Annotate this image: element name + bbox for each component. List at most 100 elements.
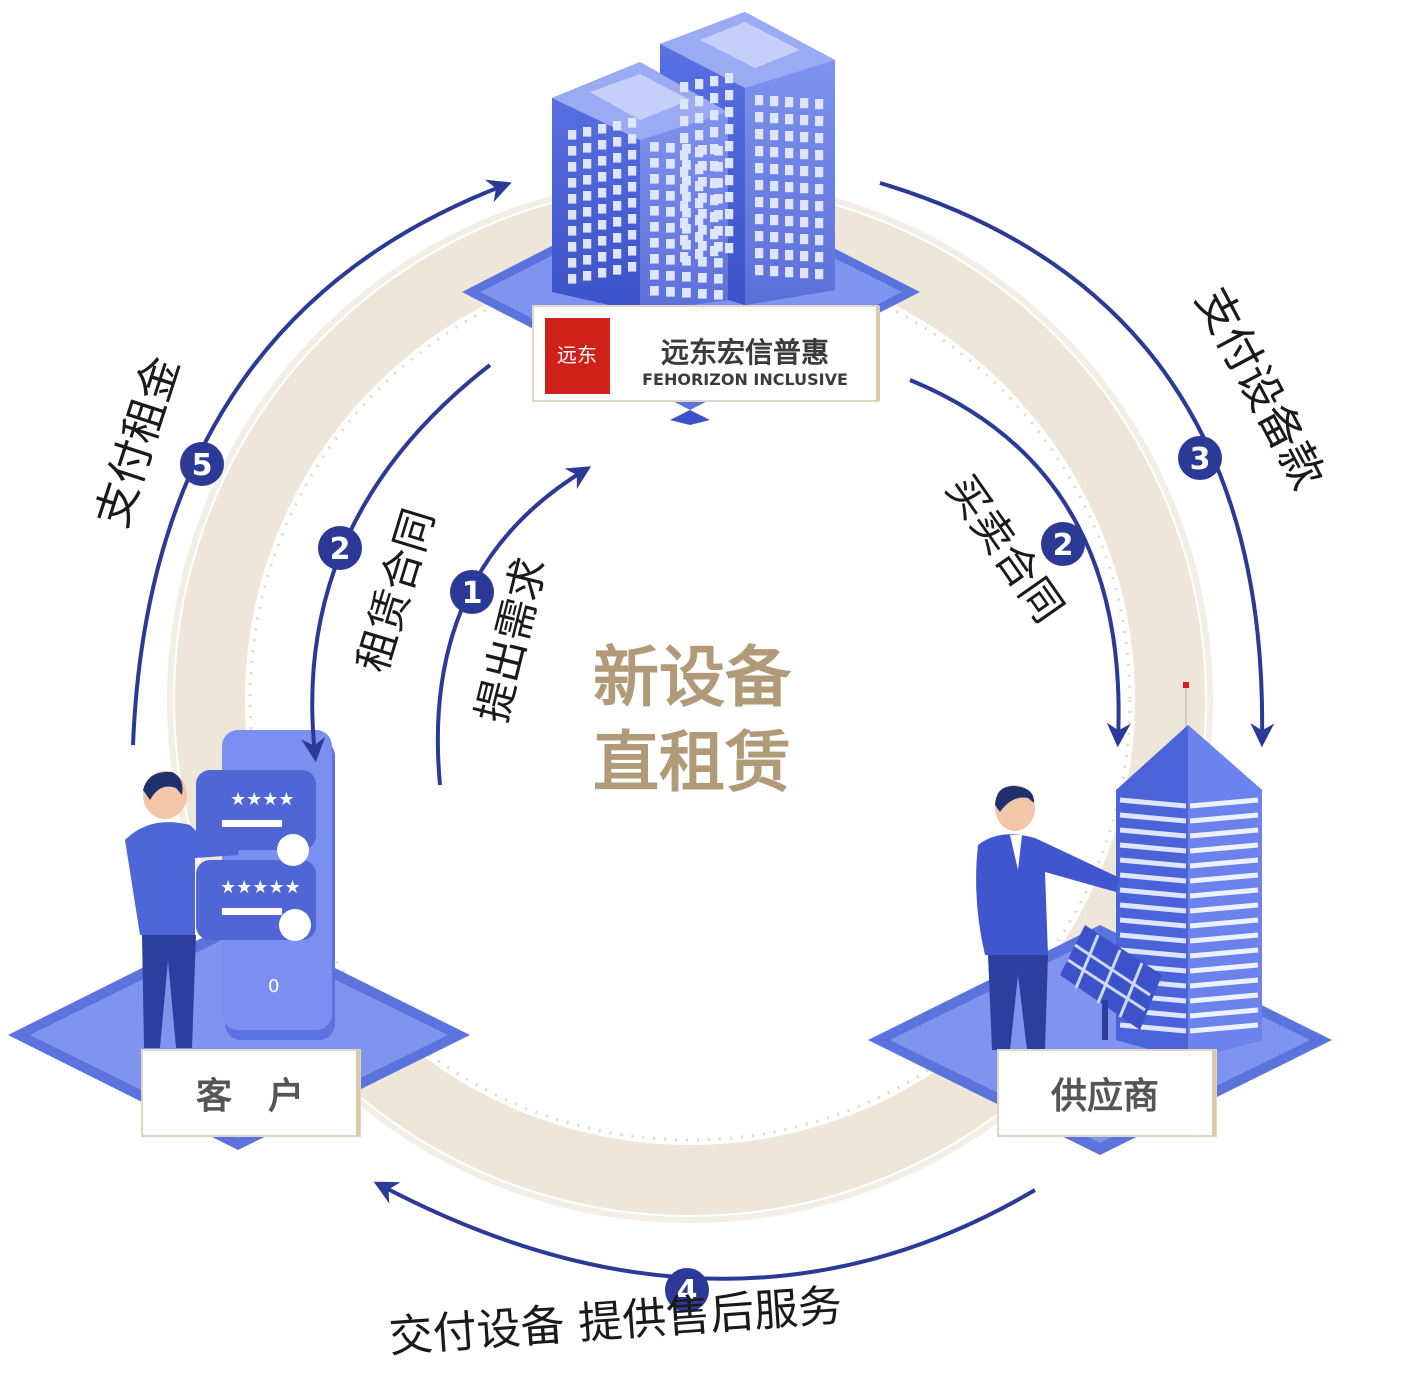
window — [666, 143, 675, 153]
window — [650, 254, 659, 264]
window — [628, 262, 637, 272]
window — [583, 271, 592, 281]
window — [725, 107, 734, 118]
window — [695, 232, 704, 243]
window — [815, 218, 824, 229]
window — [714, 210, 723, 220]
window — [710, 178, 719, 189]
smartphone-icon: ★★★★ ★★★★★ 0 — [196, 730, 335, 1040]
window — [682, 192, 691, 202]
window — [613, 265, 622, 275]
window — [598, 268, 607, 278]
window — [666, 191, 675, 201]
window — [613, 169, 622, 179]
window — [568, 226, 577, 236]
window — [698, 225, 707, 235]
window — [770, 96, 779, 107]
window — [650, 238, 659, 248]
window — [682, 288, 691, 298]
customer-person-icon — [125, 771, 240, 1048]
window — [568, 146, 577, 156]
window — [628, 198, 637, 208]
window — [714, 178, 723, 188]
window — [680, 252, 689, 263]
window — [800, 251, 809, 262]
window — [714, 242, 723, 252]
window — [815, 150, 824, 161]
tower-window-stripe — [1119, 857, 1187, 869]
window — [710, 229, 719, 240]
window — [800, 98, 809, 109]
window — [785, 114, 794, 125]
window — [666, 223, 675, 233]
svg-text:★★★★★: ★★★★★ — [220, 877, 301, 898]
window — [682, 144, 691, 154]
window — [755, 214, 764, 225]
window — [800, 268, 809, 279]
window — [770, 249, 779, 260]
window — [613, 137, 622, 147]
window — [698, 273, 707, 283]
window — [583, 175, 592, 185]
tower-window-stripe — [1189, 902, 1259, 914]
tower-window-stripe — [1189, 872, 1259, 884]
window — [568, 162, 577, 172]
step-badge-5: 5 — [180, 442, 224, 486]
window — [755, 163, 764, 174]
window — [583, 143, 592, 153]
tower-window-stripe — [1119, 797, 1187, 809]
window — [770, 113, 779, 124]
window — [755, 265, 764, 276]
window — [785, 216, 794, 227]
tower-window-stripe — [1189, 887, 1259, 899]
window — [800, 132, 809, 143]
svg-text:2: 2 — [1053, 528, 1074, 563]
window — [695, 130, 704, 141]
svg-text:2: 2 — [330, 532, 351, 567]
window — [770, 181, 779, 192]
window — [725, 141, 734, 152]
window — [583, 159, 592, 169]
logo-calligraphy: 远东 — [557, 343, 597, 367]
window — [650, 270, 659, 280]
window — [613, 201, 622, 211]
window — [698, 241, 707, 251]
window — [583, 255, 592, 265]
tower-window-stripe — [1119, 902, 1187, 914]
supplier-person-icon — [976, 785, 1120, 1050]
window — [725, 243, 734, 254]
brand-name-en: FEHORIZON INCLUSIVE — [642, 370, 848, 389]
center-title-line1: 新设备 — [593, 639, 792, 716]
tower-window-stripe — [1189, 992, 1259, 1004]
window — [710, 144, 719, 155]
window — [680, 218, 689, 229]
window — [682, 160, 691, 170]
window — [725, 209, 734, 220]
window — [815, 252, 824, 263]
window — [755, 248, 764, 259]
window — [628, 214, 637, 224]
step-label-4: 交付设备 提供售后服务 — [387, 1280, 843, 1363]
tower-window-stripe — [1119, 827, 1187, 839]
window — [710, 127, 719, 138]
window — [598, 204, 607, 214]
window — [680, 82, 689, 93]
window — [800, 149, 809, 160]
window — [710, 76, 719, 87]
window — [755, 129, 764, 140]
tower-window-stripe — [1189, 977, 1259, 989]
tower-window-stripe — [1189, 962, 1259, 974]
window — [666, 239, 675, 249]
tower-window-stripe — [1189, 1022, 1259, 1034]
window — [714, 290, 723, 300]
window — [568, 242, 577, 252]
fehorizon-node: 远东 远东宏信普惠 FEHORIZON INCLUSIVE — [462, 12, 920, 425]
brand-name-cn: 远东宏信普惠 — [661, 336, 829, 369]
window — [785, 97, 794, 108]
svg-text:0: 0 — [268, 976, 279, 997]
window — [568, 258, 577, 268]
window — [613, 121, 622, 131]
window — [695, 96, 704, 107]
window — [583, 207, 592, 217]
window — [680, 184, 689, 195]
